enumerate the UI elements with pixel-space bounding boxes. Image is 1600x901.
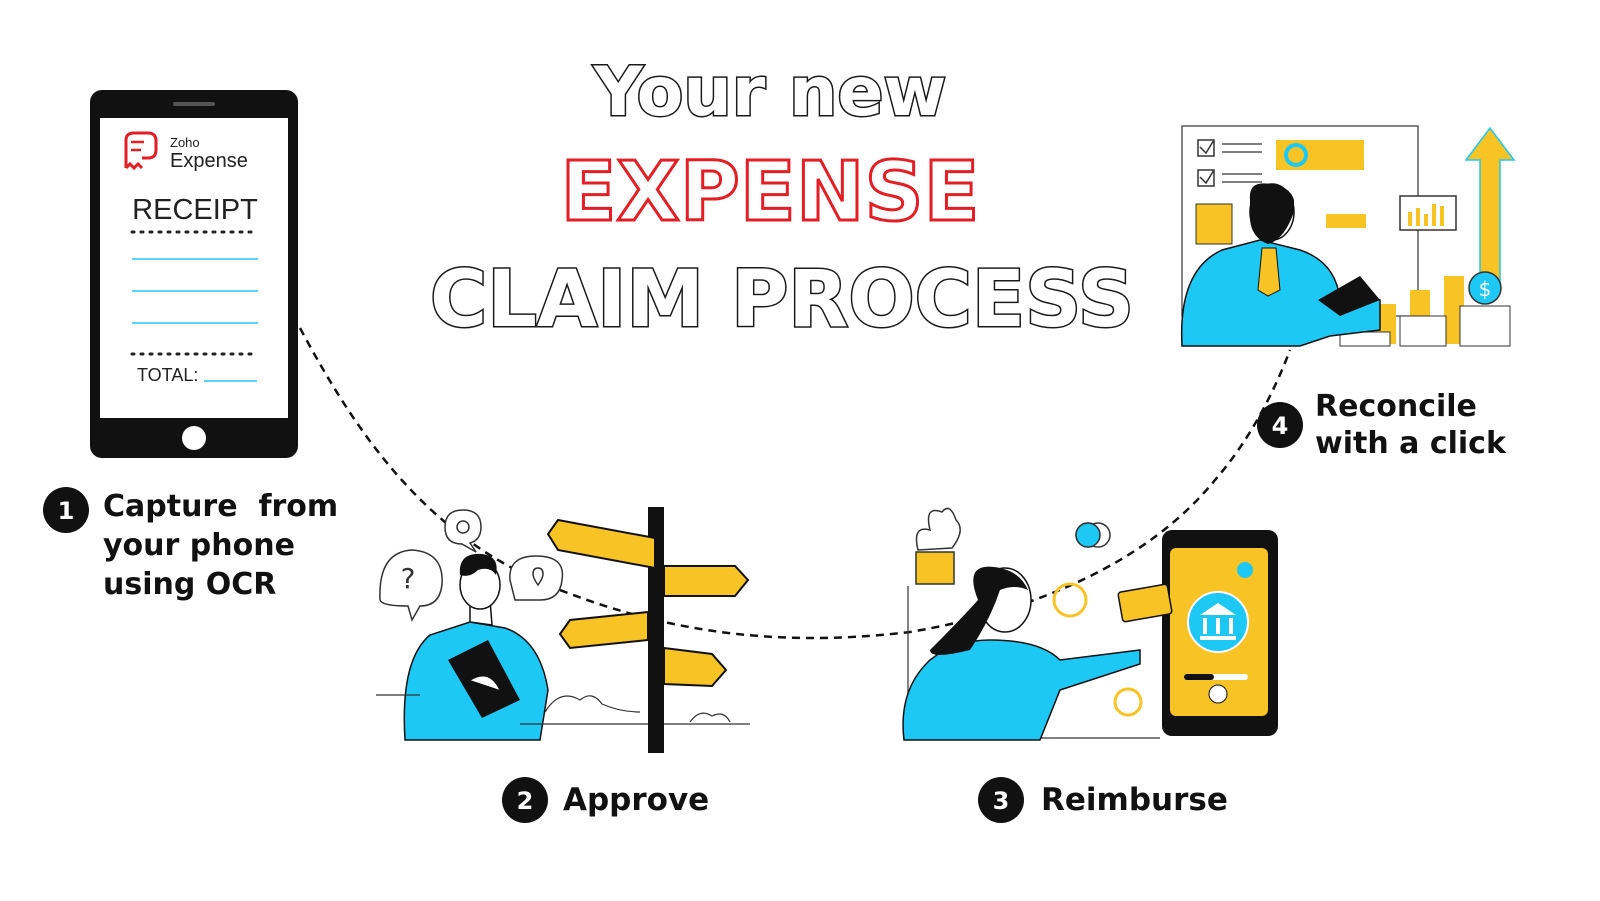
step-1-line-1: Capture from (103, 489, 338, 524)
signpost-icon (546, 507, 750, 753)
question-bubble-icon: ? (379, 549, 443, 622)
step-3-label: Reimburse (1041, 782, 1228, 818)
step-4-number: 4 (1272, 412, 1289, 440)
step-1-line-2: your phone (103, 528, 295, 563)
reconcile-illustration: $ (1180, 125, 1516, 347)
reimburse-illustration (902, 507, 1278, 741)
title-line-1: Your new (593, 53, 947, 132)
total-label: TOTAL: (137, 365, 198, 385)
svg-text:$: $ (1479, 277, 1492, 301)
step-1-line-3: using OCR (103, 567, 276, 602)
step-1-number: 1 (58, 497, 75, 525)
receipt-heading: RECEIPT (132, 194, 258, 226)
step-2: 2 Approve (502, 777, 709, 823)
growth-arrow-icon (1464, 126, 1516, 291)
title-line-2: EXPENSE (560, 145, 979, 240)
step-1: 1 Capture from your phone using OCR (43, 487, 338, 602)
receipt-logo-icon (124, 131, 158, 171)
coin-icon (1075, 522, 1111, 548)
phone-illustration: Zoho Expense RECEIPT TOTAL: (90, 90, 298, 458)
step-2-number: 2 (517, 787, 534, 815)
step-4-line-1: Reconcile (1315, 389, 1477, 424)
brand-top: Zoho (170, 135, 200, 150)
step-4-line-2: with a click (1315, 426, 1507, 461)
approve-illustration: ? (376, 507, 750, 753)
step-3-number: 3 (993, 787, 1010, 815)
title-line-3: CLAIM PROCESS (430, 255, 1134, 345)
gear-bubble-icon (444, 509, 482, 553)
bank-icon (1187, 591, 1249, 653)
step-3: 3 Reimburse (978, 777, 1228, 823)
step-2-label: Approve (563, 782, 709, 818)
location-bubble-icon (509, 555, 564, 601)
svg-text:?: ? (401, 562, 416, 595)
step-4: 4 Reconcile with a click (1257, 389, 1507, 461)
brand-bottom: Expense (170, 150, 248, 172)
process-connector (298, 327, 1292, 640)
